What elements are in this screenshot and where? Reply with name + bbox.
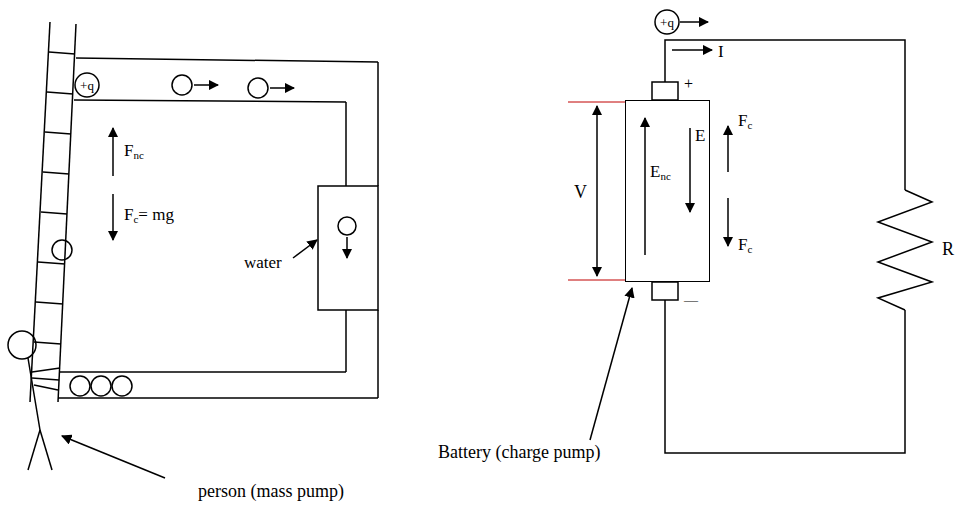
annotation-label: Fnc	[124, 142, 144, 159]
resistor-symbol	[878, 190, 932, 310]
circuit-arrows	[590, 22, 728, 440]
annotation-label: —	[684, 294, 698, 308]
annotation-label: Fc	[738, 236, 752, 253]
field-label: E	[695, 127, 705, 144]
field-label: Enc	[650, 163, 671, 180]
annotation-label: V	[574, 183, 587, 201]
charge-label: +q	[660, 16, 674, 29]
battery-box: Enc E	[625, 100, 710, 282]
annotation-label: water	[244, 254, 282, 271]
charge-circle: +q	[654, 9, 680, 35]
annotation-label: I	[718, 43, 724, 60]
charge-circle: +q	[74, 72, 100, 98]
annotation-label: person (mass pump)	[198, 482, 344, 500]
mass-balls	[52, 75, 356, 396]
tube	[58, 58, 378, 398]
annotation-label: +	[684, 76, 693, 92]
ladder	[30, 22, 76, 402]
annotation-label: Fc= mg	[124, 206, 174, 223]
water-box	[318, 186, 378, 310]
annotation-label: Fc	[738, 112, 752, 129]
annotation-label: R	[942, 240, 954, 258]
voltage-tick	[568, 102, 625, 103]
voltage-arrow	[596, 106, 598, 276]
force-arrows	[62, 85, 347, 478]
annotation-label: Battery (charge pump)	[438, 443, 601, 461]
voltage-tick	[568, 280, 625, 281]
charge-label: +q	[80, 79, 94, 92]
circuit-wires	[652, 40, 905, 453]
person-figure	[8, 331, 60, 470]
